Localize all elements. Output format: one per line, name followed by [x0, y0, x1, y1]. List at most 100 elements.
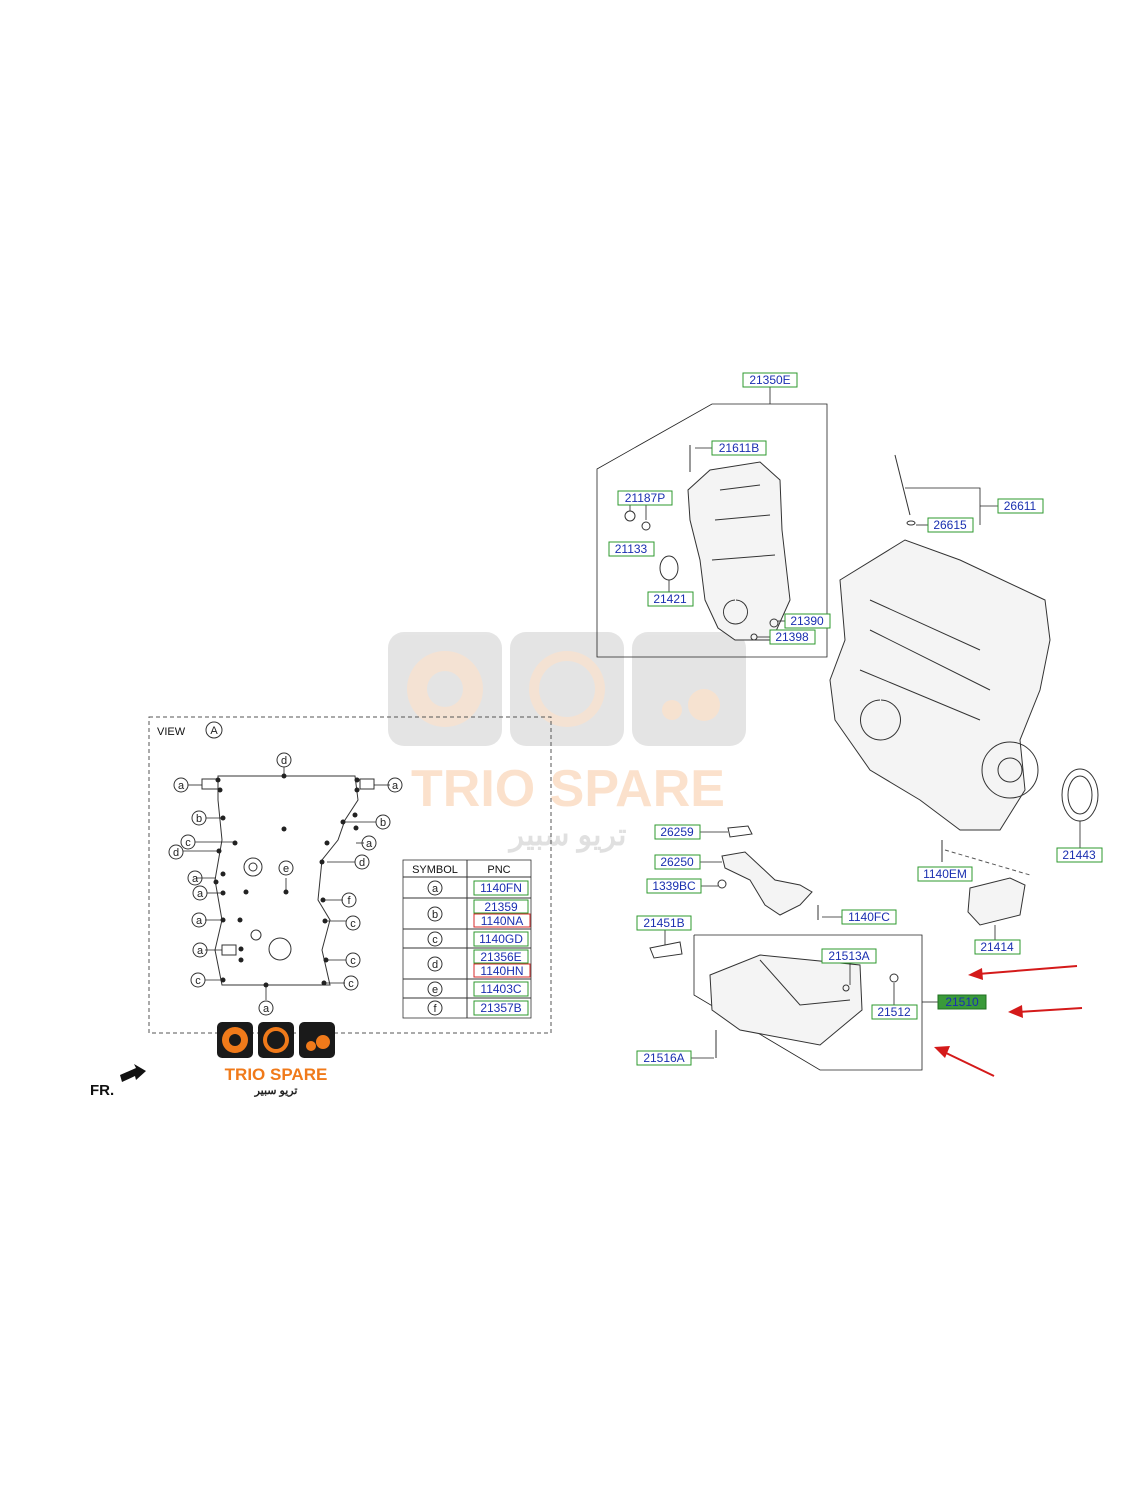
- oil-seal-drawing: [659, 555, 679, 581]
- svg-text:d: d: [359, 857, 365, 869]
- pnc-link[interactable]: 1140GD: [479, 932, 523, 946]
- part-21350E[interactable]: 21350E: [742, 372, 798, 388]
- table-header-pnc: PNC: [487, 864, 510, 876]
- plug-drawing: [624, 510, 636, 522]
- symbol-c: c: [190, 972, 206, 988]
- pnc-link[interactable]: 21357B: [480, 1001, 521, 1015]
- svg-text:21451B: 21451B: [643, 916, 684, 930]
- svg-text:f: f: [433, 1003, 437, 1015]
- svg-text:a: a: [392, 780, 399, 792]
- arrow-icon: [1017, 1007, 1083, 1013]
- oil-pan-group: 21451B 21513A 21510 21512 21516A: [636, 915, 987, 1071]
- part-26615[interactable]: 26615: [927, 517, 974, 533]
- part-21451B[interactable]: 21451B: [636, 915, 692, 931]
- svg-text:26615: 26615: [933, 518, 967, 532]
- svg-text:b: b: [432, 909, 438, 921]
- svg-text:21421: 21421: [653, 592, 687, 606]
- svg-text:a: a: [196, 915, 203, 927]
- logo-arabic: تريو سبير: [254, 1085, 298, 1097]
- part-21512[interactable]: 21512: [871, 1004, 918, 1020]
- pnc-link[interactable]: 1140NA: [481, 914, 523, 928]
- symbol-b: b: [191, 810, 207, 826]
- svg-text:26250: 26250: [660, 855, 694, 869]
- part-21443[interactable]: 21443: [1056, 847, 1103, 863]
- svg-text:21390: 21390: [790, 614, 824, 628]
- engine-block-group: 26611 26615 21443: [829, 454, 1103, 863]
- part-21133[interactable]: 21133: [608, 541, 655, 557]
- oil-screen-group: 26259 26250 1339BC 1140FC: [646, 824, 897, 925]
- part-21513A[interactable]: 21513A: [821, 948, 877, 964]
- symbol-a: a: [361, 835, 377, 851]
- pnc-link[interactable]: 21356E: [480, 950, 521, 964]
- timing-cover-group: 21350E 21611B 21187P 21133 21421 21390 2…: [596, 372, 831, 658]
- part-21421[interactable]: 21421: [647, 591, 694, 607]
- svg-text:21611B: 21611B: [719, 441, 759, 455]
- part-21516A[interactable]: 21516A: [636, 1050, 692, 1066]
- svg-text:b: b: [380, 817, 386, 829]
- pnc-link[interactable]: 1140HN: [480, 964, 523, 978]
- svg-text:a: a: [197, 888, 204, 900]
- part-1140EM[interactable]: 1140EM: [917, 866, 973, 882]
- watermark: TRIO SPARE تريو سبير: [388, 632, 746, 853]
- symbol-d: d: [276, 752, 292, 768]
- symbol-a: a: [187, 870, 203, 886]
- pnc-link[interactable]: 11403C: [480, 982, 521, 996]
- part-21414[interactable]: 21414: [974, 939, 1021, 955]
- table-header-symbol: SYMBOL: [412, 864, 458, 876]
- gasket-outline-drawing: [214, 775, 359, 986]
- part-26611[interactable]: 26611: [997, 498, 1044, 514]
- part-1140FC[interactable]: 1140FC: [841, 909, 897, 925]
- oil-pan-drawing: [709, 954, 863, 1046]
- svg-text:c: c: [185, 837, 191, 849]
- svg-text:a: a: [178, 780, 185, 792]
- baffle-group: 1140EM 21414: [917, 840, 1031, 955]
- svg-text:21187P: 21187P: [625, 491, 665, 505]
- part-26259[interactable]: 26259: [654, 824, 701, 840]
- watermark-arabic: تريو سبير: [508, 819, 627, 853]
- svg-text:d: d: [173, 847, 179, 859]
- symbol-b: b: [375, 814, 391, 830]
- svg-text:21512: 21512: [877, 1005, 911, 1019]
- svg-text:c: c: [348, 978, 354, 990]
- pnc-link[interactable]: 1140FN: [480, 881, 522, 895]
- table-row: f 21357B: [427, 1000, 529, 1016]
- part-21510[interactable]: 21510: [937, 994, 987, 1010]
- engine-block-drawing: [829, 539, 1051, 831]
- part-26250[interactable]: 26250: [654, 854, 701, 870]
- svg-text:FR.: FR.: [90, 1082, 114, 1099]
- symbol-a: a: [192, 942, 208, 958]
- svg-text:a: a: [197, 945, 204, 957]
- view-a-panel: VIEW A: [148, 716, 552, 1034]
- svg-text:a: a: [432, 883, 439, 895]
- table-row: d 21356E 1140HN: [427, 949, 531, 978]
- part-1339BC[interactable]: 1339BC: [646, 878, 702, 894]
- timing-cover-drawing: [687, 461, 791, 641]
- part-21398[interactable]: 21398: [769, 629, 816, 645]
- table-row: b 21359 1140NA: [427, 899, 531, 928]
- svg-text:d: d: [432, 959, 438, 971]
- pnc-link[interactable]: 21359: [484, 900, 518, 914]
- svg-text:21516A: 21516A: [643, 1051, 684, 1065]
- part-21390[interactable]: 21390: [784, 613, 831, 629]
- symbol-d: d: [354, 854, 370, 870]
- svg-text:a: a: [366, 838, 373, 850]
- svg-text:21350E: 21350E: [749, 373, 790, 387]
- oil-screen-drawing: [721, 851, 813, 916]
- svg-text:b: b: [196, 813, 202, 825]
- svg-text:a: a: [263, 1003, 270, 1015]
- part-21187P[interactable]: 21187P: [617, 490, 673, 506]
- view-marker: A: [210, 725, 218, 737]
- svg-text:21133: 21133: [615, 542, 648, 556]
- svg-text:c: c: [195, 975, 201, 987]
- front-marker: FR.: [90, 1064, 146, 1099]
- svg-text:21443: 21443: [1062, 848, 1096, 862]
- gasket-drawing: [727, 825, 753, 838]
- table-row: c 1140GD: [427, 931, 529, 947]
- gasket-drawing: [649, 941, 683, 959]
- dipstick-drawing: [894, 454, 911, 516]
- part-21611B[interactable]: 21611B: [711, 440, 767, 456]
- table-row: e 11403C: [427, 981, 529, 997]
- svg-text:1140EM: 1140EM: [923, 867, 967, 881]
- view-title: VIEW: [157, 726, 186, 738]
